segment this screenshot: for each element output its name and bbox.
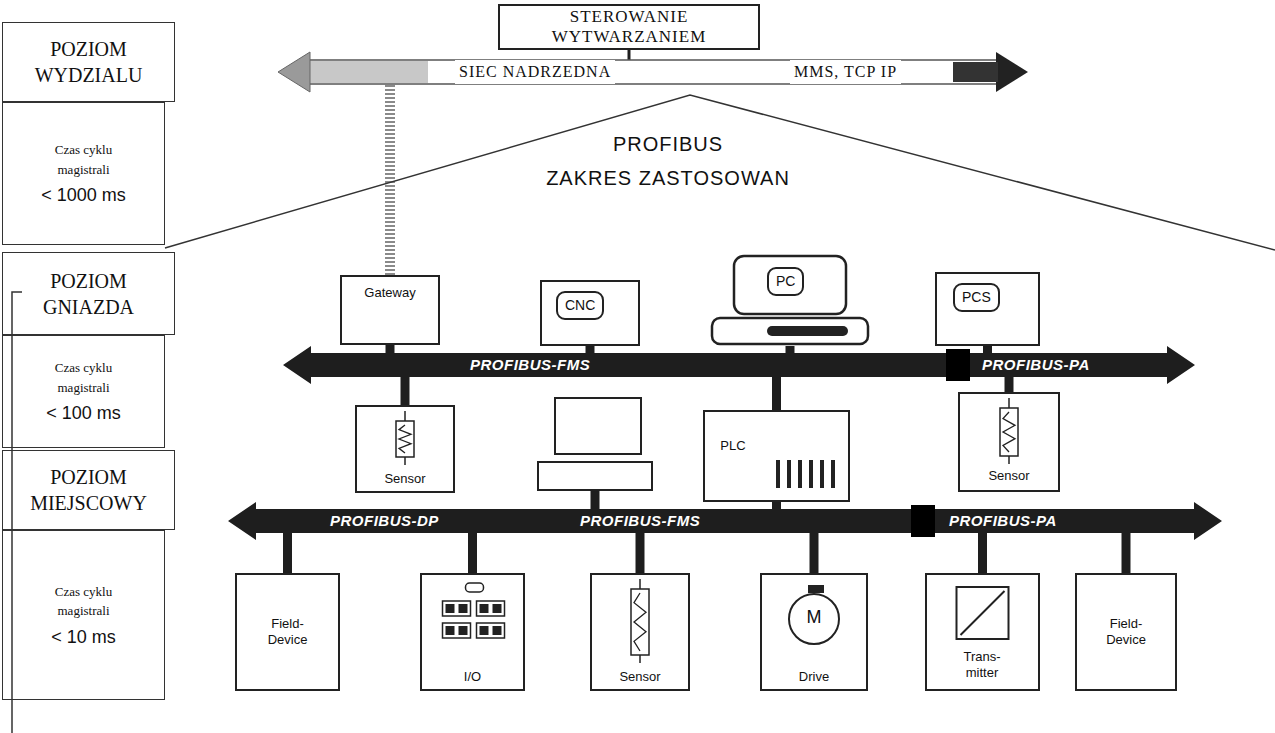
sensor-box-label: Sensor <box>592 669 688 685</box>
bus-shape <box>545 509 915 533</box>
bus-arrow-label: PROFIBUS-DP <box>330 509 439 533</box>
bus-connector <box>586 346 595 353</box>
io-box: I/O <box>420 573 525 691</box>
bus-joint <box>911 505 935 537</box>
bus-connector <box>1122 533 1131 573</box>
bus-connector <box>772 377 781 410</box>
bus-connector <box>1005 377 1014 392</box>
bus-arrow-label: PROFIBUS-FMS <box>470 353 590 377</box>
cycle-time-box-label: < 100 ms <box>46 403 121 425</box>
level-box: POZIOM WYDZIALU <box>2 22 175 102</box>
bus-connector <box>468 533 477 573</box>
bus-shape <box>915 502 1222 540</box>
transmitter-box: Trans-mitter <box>925 573 1040 691</box>
bus-connector <box>978 533 987 573</box>
drive-box: M Drive <box>760 573 868 691</box>
net-shape <box>278 60 1028 84</box>
cycle-time-box: Czas cyklu magistrali < 10 ms <box>2 530 165 700</box>
bus-arrow: PROFIBUS-PA <box>950 353 1195 377</box>
terminal-symbol <box>538 398 652 510</box>
sensor-box-label: Sensor <box>357 471 453 487</box>
plc-box-label: PLC <box>713 438 753 454</box>
bus-shape <box>228 502 545 540</box>
network-arrow-label: MMS, TCP IP <box>790 60 901 84</box>
pc-computer: PC <box>712 256 868 346</box>
drive-box-label: M <box>799 607 829 629</box>
field-device-box: Field-Device <box>235 573 340 691</box>
cycle-time-box-label: Czas cyklu magistrali <box>43 582 125 621</box>
cycle-time-box-label: < 1000 ms <box>41 185 126 207</box>
level-box: POZIOM GNIAZDA <box>2 252 175 335</box>
bus-connector <box>810 533 819 573</box>
bus-connector <box>772 502 781 509</box>
control-box: STEROWANIE WYTWARZANIEM <box>498 4 760 50</box>
sensor-box-label: Sensor <box>960 468 1058 484</box>
bus-joint <box>946 349 970 381</box>
network-arrow: SIEC NADRZEDNA MMS, TCP IP <box>278 60 1028 84</box>
pc-computer-label: PC <box>767 267 804 296</box>
plc-box: PLC <box>703 410 850 502</box>
cycle-time-box-label: Czas cyklu magistrali <box>43 140 125 179</box>
level-box-label: POZIOM GNIAZDA <box>3 268 174 320</box>
bus-connector <box>386 345 395 353</box>
bus-connector <box>786 346 795 353</box>
field-device-box: Field-Device <box>1075 573 1177 691</box>
pcs-box-label: PCS <box>953 283 1000 312</box>
house-outline-label: PROFIBUS <box>518 132 818 156</box>
bus-arrow-label: PROFIBUS-PA <box>949 509 1057 533</box>
level-box: POZIOM MIEJSCOWY <box>2 450 175 530</box>
bus-shape <box>283 346 950 384</box>
bus-arrow: PROFIBUS-PA <box>915 509 1222 533</box>
level-bracket <box>12 292 22 733</box>
level-box-label: POZIOM WYDZIALU <box>3 36 174 88</box>
bus-arrow: PROFIBUS-DP <box>228 509 545 533</box>
house-outline: Gateway CNC PC PCS PROFIBUS-FMS PROFIBUS-PA Se… <box>165 92 1275 733</box>
bus-connector <box>401 377 410 405</box>
gateway-link <box>385 84 395 275</box>
plc-shape <box>705 412 848 500</box>
sensor-box: Sensor <box>590 573 690 691</box>
level-box-label: POZIOM MIEJSCOWY <box>3 464 174 516</box>
cnc-box-label: CNC <box>556 291 604 320</box>
io-box-label: I/O <box>422 669 523 685</box>
busL-shape <box>283 353 950 377</box>
house-outline-label: ZAKRES ZASTOSOWAN <box>518 166 818 190</box>
cnc-box: CNC <box>540 280 640 346</box>
bus-arrow-label: PROFIBUS-FMS <box>580 509 700 533</box>
drive-box-label: Drive <box>762 669 866 685</box>
bus-arrow: PROFIBUS-FMS <box>545 509 915 533</box>
bus-connector <box>983 346 992 353</box>
gateway-box-label: Gateway <box>342 285 438 301</box>
pcs-box: PCS <box>935 272 1040 346</box>
field-device-box-label: Field-Device <box>259 616 317 647</box>
cycle-time-box: Czas cyklu magistrali < 1000 ms <box>2 102 165 245</box>
bus-connector <box>636 533 645 573</box>
bus-connector <box>283 533 292 573</box>
bus-arrow-label: PROFIBUS-PA <box>982 353 1090 377</box>
sensor-box: Sensor <box>355 405 455 493</box>
cycle-time-box-label: Czas cyklu magistrali <box>43 358 125 397</box>
field-device-box-label: Field-Device <box>1097 616 1155 647</box>
bus-arrow: PROFIBUS-FMS <box>283 353 950 377</box>
network-arrow-label: SIEC NADRZEDNA <box>455 60 615 84</box>
bus-connector <box>628 50 631 60</box>
transmitter-box-label: Trans-mitter <box>953 649 1011 680</box>
gateway-box: Gateway <box>340 275 440 345</box>
cycle-time-box: Czas cyklu magistrali < 100 ms <box>2 335 165 448</box>
bus-shape <box>950 346 1195 384</box>
sensor-box: Sensor <box>958 392 1060 492</box>
cycle-time-box-label: < 10 ms <box>51 627 116 649</box>
control-box-label: STEROWANIE WYTWARZANIEM <box>509 7 749 46</box>
